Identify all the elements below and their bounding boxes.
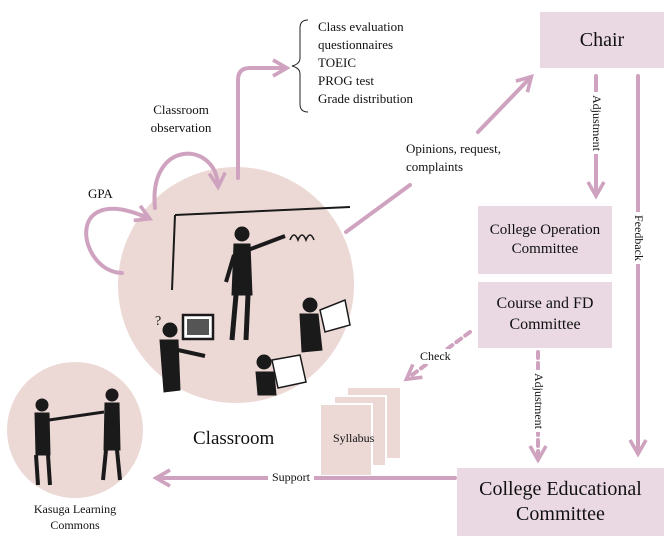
course-fd-committee-box: Course and FD Committee [478,282,612,348]
syllabus-pages-icon [319,388,400,477]
classroom-observation-label: Classroom observation [150,102,212,135]
adjustment-lower-label: Adjustment [531,370,546,432]
college-educational-committee-box: College Educational Committee [457,468,664,536]
college-operation-committee-box: College Operation Committee [478,206,612,274]
svg-text:?: ? [155,314,161,329]
gpa-label: GPA [88,186,113,201]
chair-box: Chair [540,12,664,68]
arrow-classroom-observation-loop [152,151,227,210]
opinions-label: Opinions, request, complaints [406,141,501,174]
evaluation-item: PROG test [318,73,374,88]
classroom-scene-icon: ? [155,206,351,396]
feedback-label: Feedback [631,212,646,264]
arrow-classroom-to-evaluations [236,58,291,180]
evaluation-list: Class evaluation questionnaires TOEIC PR… [318,18,413,108]
college-operation-committee-label: College Operation Committee [489,221,601,258]
adjustment-upper-label: Adjustment [589,92,604,154]
check-label: Check [416,349,455,364]
kasuga-circle [7,362,143,498]
syllabus-label: Syllabus [333,431,375,445]
evaluation-item: questionnaires [318,37,394,52]
chair-label: Chair [579,29,625,51]
kasuga-learning-commons-label: Kasuga Learning Commons [33,502,117,532]
evaluation-item: TOEIC [318,55,357,70]
course-fd-committee-label: Course and FD Committee [496,295,594,333]
classroom-label: Classroom [193,428,275,449]
evaluation-item: Class evaluation [318,19,404,34]
support-label: Support [268,470,315,485]
arrow-classroom-to-chair [344,78,530,234]
evaluation-item: Grade distribution [318,91,413,106]
arrow-gpa-loop [84,204,154,275]
handshake-people-icon [34,388,122,486]
college-educational-committee-label: College Educational Committee [479,478,642,525]
evaluation-brace [291,19,309,113]
